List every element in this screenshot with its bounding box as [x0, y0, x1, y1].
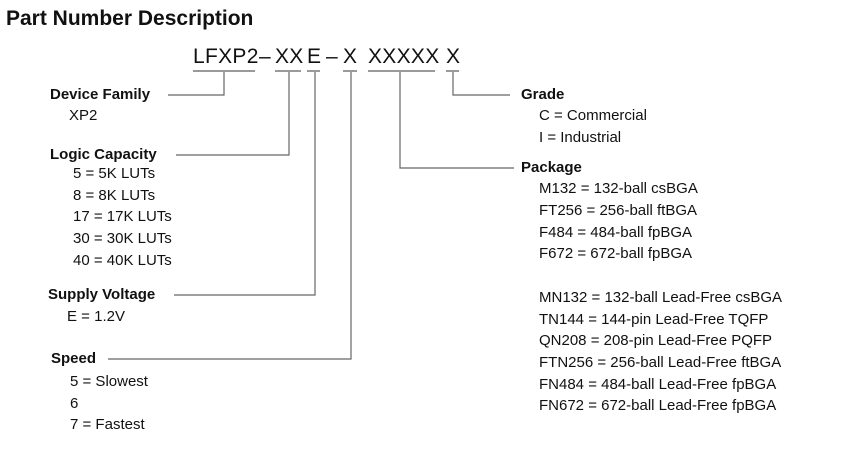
list-item: 8 = 8K LUTs [73, 187, 156, 204]
grade-heading: Grade [521, 86, 565, 103]
speed-connector [108, 72, 352, 360]
code-dash: – [326, 45, 338, 68]
list-item: I = Industrial [539, 129, 622, 146]
code-voltage: E [307, 45, 322, 68]
list-item: 17 = 17K LUTs [73, 208, 172, 225]
list-item: F484 = 484-ball fpBGA [539, 224, 693, 241]
list-item: C = Commercial [539, 107, 647, 124]
speed-heading: Speed [51, 350, 97, 367]
list-item: 40 = 40K LUTs [73, 252, 172, 269]
code-package: XXXXX [368, 45, 440, 68]
code-dash: – [259, 45, 271, 68]
list-item: 30 = 30K LUTs [73, 230, 172, 247]
list-item: XP2 [69, 107, 98, 124]
device-family-heading: Device Family [50, 86, 151, 103]
list-item: 5 = 5K LUTs [73, 165, 156, 182]
logic-capacity-heading: Logic Capacity [50, 146, 157, 163]
grade-connector [452, 72, 510, 96]
package-connector [399, 72, 514, 169]
list-item: 5 = Slowest [70, 373, 148, 390]
list-item: M132 = 132-ball csBGA [539, 180, 698, 197]
package-heading: Package [521, 159, 582, 176]
list-item: F672 = 672-ball fpBGA [539, 245, 693, 262]
list-item: 7 = Fastest [70, 416, 145, 433]
supply-voltage-heading: Supply Voltage [48, 286, 156, 303]
code-grade: X [446, 45, 461, 68]
list-item: FN672 = 672-ball Lead-Free fpBGA [539, 397, 777, 414]
list-item: FTN256 = 256-ball Lead-Free ftBGA [539, 354, 782, 371]
list-item: MN132 = 132-ball Lead-Free csBGA [539, 289, 783, 306]
logic-capacity-connector [176, 72, 290, 156]
code-prefix: LFXP2 [193, 45, 259, 68]
list-item: TN144 = 144-pin Lead-Free TQFP [539, 311, 769, 328]
list-item: E = 1.2V [67, 308, 125, 325]
list-item: 6 [70, 395, 79, 412]
list-item: FT256 = 256-ball ftBGA [539, 202, 697, 219]
code-capacity: XX [275, 45, 304, 68]
list-item: QN208 = 208-pin Lead-Free PQFP [539, 332, 773, 349]
page-title: Part Number Description [6, 7, 254, 30]
code-speed: X [343, 45, 358, 68]
supply-voltage-connector [174, 72, 316, 296]
device-family-connector [168, 72, 225, 96]
list-item: FN484 = 484-ball Lead-Free fpBGA [539, 376, 777, 393]
